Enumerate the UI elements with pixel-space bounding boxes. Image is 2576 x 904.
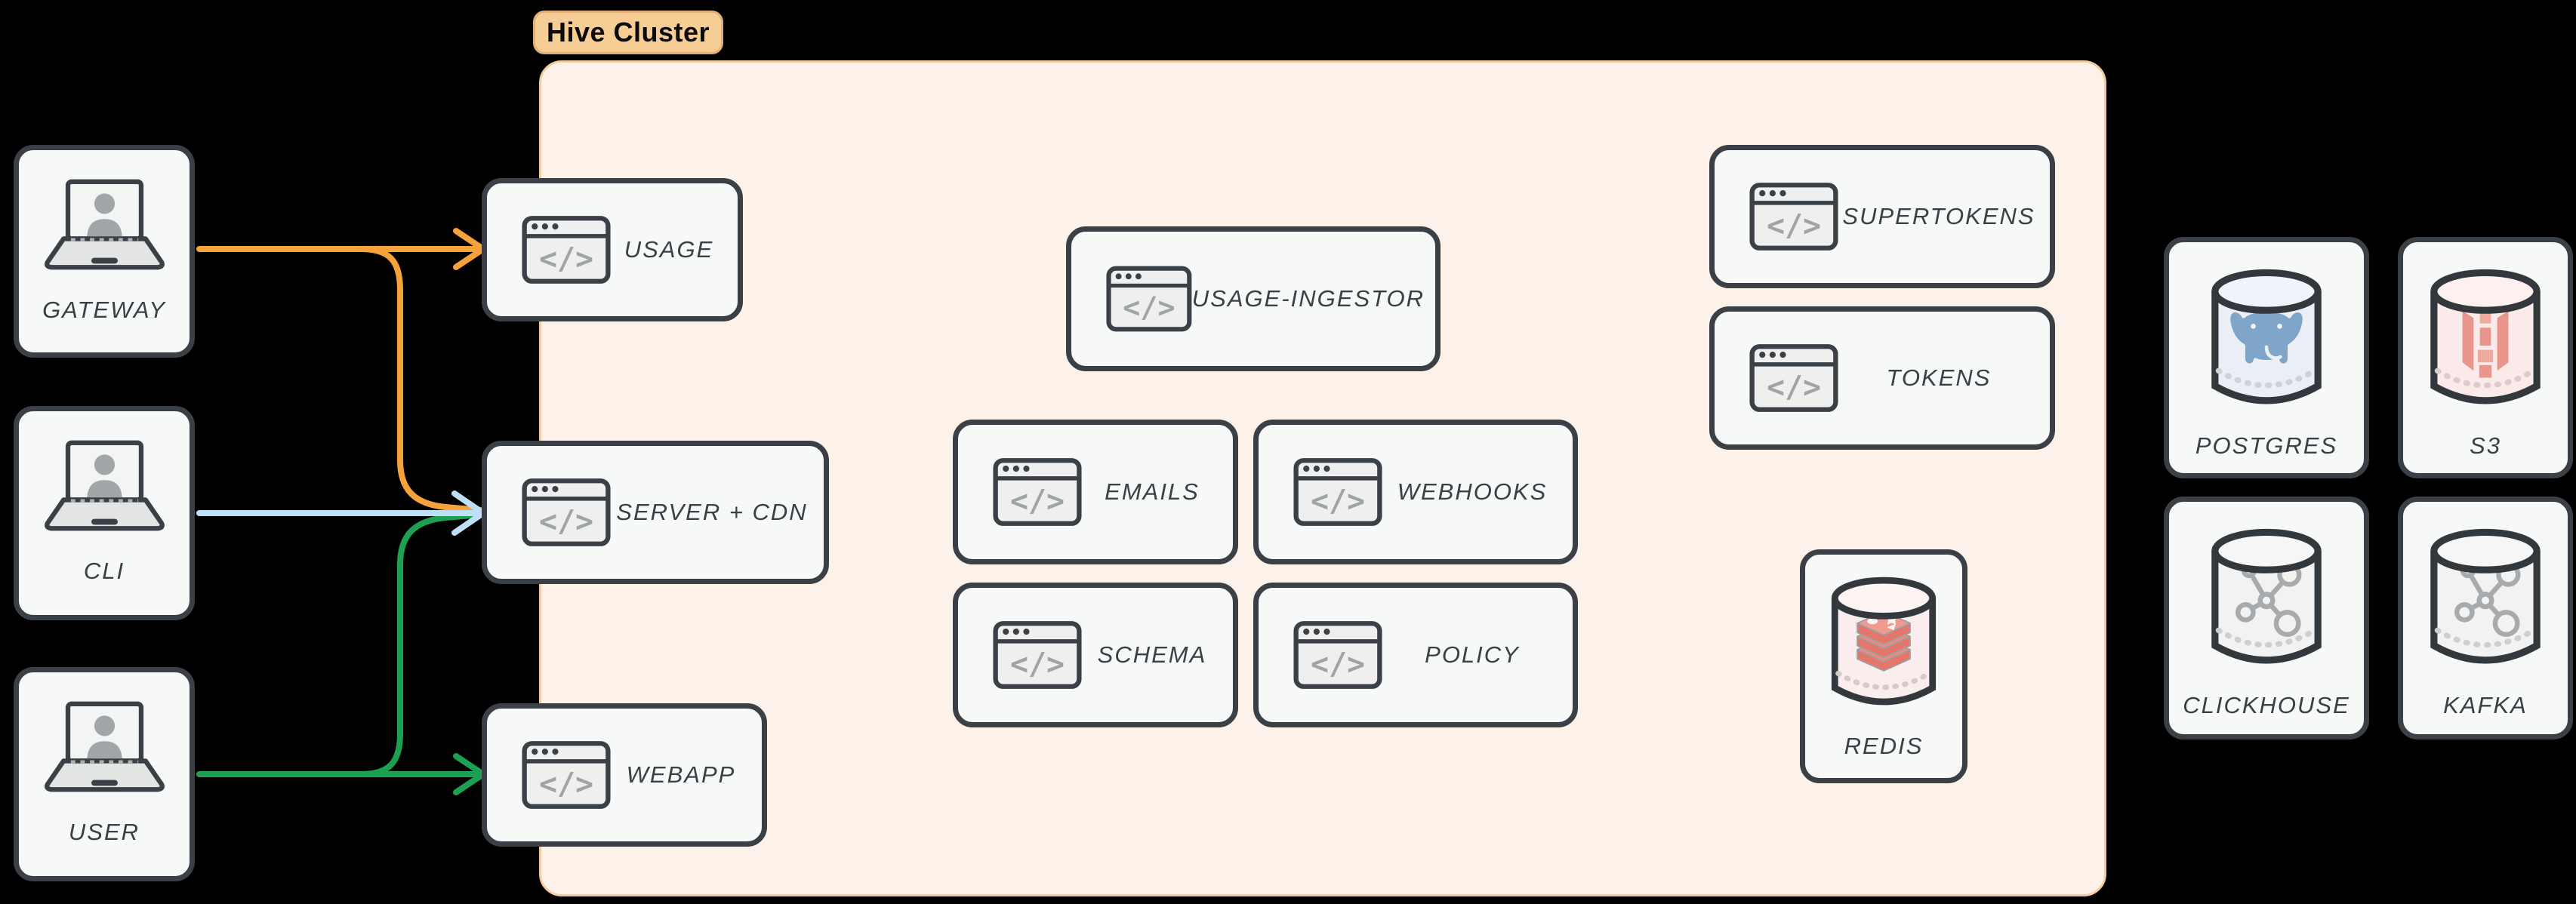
code-glyph: </>	[1767, 370, 1821, 404]
node-cli: CLI	[14, 406, 195, 620]
database-cylinder-icon	[2430, 269, 2541, 404]
s3-bucket-logo	[2462, 308, 2509, 378]
browser-code-window-icon: </>	[522, 741, 611, 809]
code-glyph: </>	[1767, 208, 1821, 243]
hive-cluster-label: Hive Cluster	[533, 11, 723, 54]
node-postgres: POSTGRES	[2164, 237, 2369, 478]
node-label: SUPERTOKENS	[1842, 203, 2035, 229]
database-cylinder-icon	[1831, 577, 1937, 706]
node-kafka: KAFKA	[2398, 497, 2573, 739]
code-glyph: </>	[1311, 647, 1365, 681]
database-cylinder-icon	[2430, 528, 2541, 664]
browser-code-window-icon: </>	[1293, 458, 1382, 526]
node-label: CLI	[83, 558, 125, 584]
code-glyph: </>	[539, 767, 593, 801]
node-label: REDIS	[1844, 733, 1924, 759]
node-label: EMAILS	[1105, 478, 1200, 505]
service-webapp: </> WEBAPP	[482, 703, 767, 847]
service-policy: </> POLICY	[1253, 583, 1578, 727]
browser-code-window-icon: </>	[1749, 344, 1838, 412]
redis-stack-logo	[1857, 610, 1911, 672]
postgresql-elephant-logo	[2226, 308, 2306, 367]
node-label: KAFKA	[2443, 692, 2528, 718]
node-label: WEBHOOKS	[1397, 478, 1548, 505]
service-supertokens: </> SUPERTOKENS	[1709, 145, 2055, 288]
service-usage-ingestor: </> USAGE-INGESTOR	[1066, 226, 1441, 371]
node-label: USER	[68, 819, 140, 845]
person-silhouette	[94, 193, 115, 214]
node-label: TOKENS	[1886, 364, 1992, 391]
node-label: WEBAPP	[626, 761, 736, 788]
browser-code-window-icon: </>	[522, 216, 611, 284]
database-cylinder-icon	[2211, 528, 2322, 664]
laptop-user-icon	[44, 440, 165, 531]
database-cylinder-icon	[2211, 269, 2322, 404]
edge-gateway-servercdn	[358, 246, 483, 513]
service-server-cdn: </> SERVER + CDN	[482, 441, 829, 584]
node-label: SERVER + CDN	[616, 499, 808, 525]
edge-user-webapp-arrowhead	[453, 753, 486, 795]
browser-code-window-icon: </>	[1293, 621, 1382, 689]
service-usage: </> USAGE	[482, 178, 743, 321]
browser-code-window-icon: </>	[993, 458, 1082, 526]
service-webhooks: </> WEBHOOKS	[1253, 420, 1578, 564]
code-glyph: </>	[1010, 647, 1065, 681]
node-label: POSTGRES	[2195, 432, 2338, 459]
edge-gateway-usage-arrowhead	[453, 228, 486, 270]
laptop-user-icon	[44, 179, 165, 270]
browser-code-window-icon: </>	[1749, 183, 1838, 251]
node-label: USAGE	[624, 236, 714, 263]
node-label: POLICY	[1425, 641, 1520, 668]
node-s3: S3	[2398, 237, 2573, 478]
code-glyph: </>	[539, 241, 593, 276]
node-label: GATEWAY	[42, 297, 166, 323]
edge-user-servercdn	[358, 512, 483, 777]
service-emails: </> EMAILS	[953, 420, 1238, 564]
code-glyph: </>	[1123, 291, 1176, 325]
node-gateway: GATEWAY	[14, 145, 195, 358]
browser-code-window-icon: </>	[993, 621, 1082, 689]
node-label: USAGE-INGESTOR	[1191, 285, 1425, 312]
service-tokens: </> TOKENS	[1709, 306, 2055, 450]
code-glyph: </>	[1311, 484, 1365, 518]
code-glyph: </>	[539, 504, 593, 539]
service-schema: </> SCHEMA	[953, 583, 1238, 727]
node-clickhouse: CLICKHOUSE	[2164, 497, 2369, 739]
laptop-user-icon	[44, 701, 165, 792]
browser-code-window-icon: </>	[522, 478, 611, 546]
service-redis: REDIS	[1800, 549, 1967, 783]
browser-code-window-icon: </>	[1106, 266, 1192, 332]
node-user: USER	[14, 667, 195, 881]
code-glyph: </>	[1010, 484, 1065, 518]
edge-cli-servercdn-arrowhead	[451, 490, 486, 536]
node-label: SCHEMA	[1097, 641, 1207, 668]
node-label: S3	[2470, 432, 2501, 459]
node-label: CLICKHOUSE	[2183, 692, 2350, 718]
